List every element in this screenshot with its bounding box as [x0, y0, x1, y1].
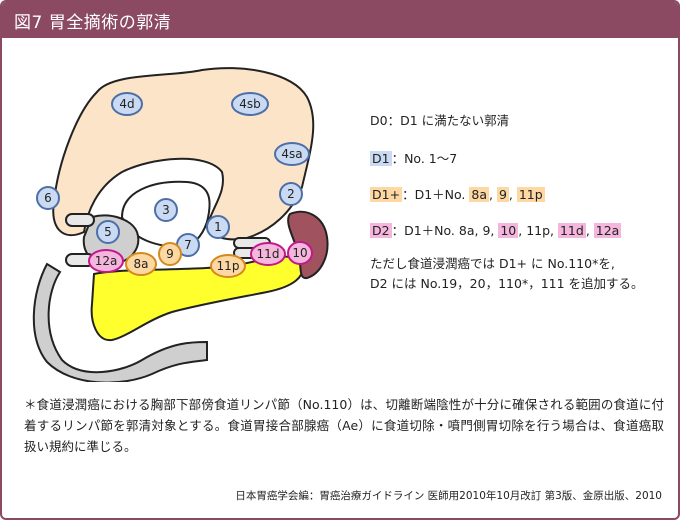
legend-d2: D2：D1＋No. 8a, 9, 10, 11p, 11d, 12a — [370, 223, 622, 238]
lymph-node-label: 1 — [214, 220, 222, 234]
note-line-2: D2 には No.19，20，110*，111 を追加する。 — [370, 276, 644, 291]
lymph-node-label: 12a — [95, 254, 118, 268]
lymph-node-marker — [96, 220, 120, 244]
lymph-node-label: 4sa — [281, 147, 302, 161]
legend-d1plus: D1+：D1＋No. 8a, 9, 11p — [370, 187, 545, 202]
legend-d1-text: ：No. 1〜7 — [391, 151, 458, 166]
lymph-node-label: 7 — [184, 238, 192, 252]
lymph-node-marker — [231, 92, 269, 116]
lymph-node-9: 9 — [158, 242, 182, 266]
lymph-node-8a: 8a — [125, 252, 157, 276]
lymph-node-marker — [250, 242, 286, 266]
footnote: ＊食道浸潤癌における胸部下部傍食道リンパ節（No.110）は、切離断端陰性が十分… — [24, 397, 664, 454]
legend-d2-10: 10 — [498, 223, 519, 238]
lymph-node-3: 3 — [154, 198, 178, 222]
lymph-node-marker — [111, 92, 143, 116]
lymph-node-11p: 11p — [210, 254, 246, 278]
lymph-node-label: 5 — [104, 225, 112, 239]
lymph-node-label: 3 — [162, 203, 170, 217]
lymph-node-4sa: 4sa — [274, 142, 310, 166]
legend-d2-11d: 11d — [557, 223, 586, 238]
note-line-1: ただし食道浸潤癌では D1+ に No.110*を, — [370, 256, 615, 271]
lymph-node-label: 4sb — [239, 97, 261, 111]
lymph-node-marker — [206, 215, 230, 239]
lymph-node-label: 11d — [257, 247, 280, 261]
lymph-node-marker — [274, 142, 310, 166]
lymph-node-2: 2 — [279, 182, 303, 206]
lymph-node-label: 9 — [166, 247, 174, 261]
lymph-node-label: 8a — [134, 257, 149, 271]
legend-d1-tag: D1 — [370, 151, 392, 166]
legend-d1plus-8a: 8a — [469, 187, 489, 202]
legend-d1: D1：No. 1〜7 — [370, 148, 457, 167]
legend-d1plus-11p: 11p — [516, 187, 545, 202]
lymph-node-6: 6 — [36, 186, 60, 210]
lymph-node-5: 5 — [96, 220, 120, 244]
lymph-node-1: 1 — [206, 215, 230, 239]
lymph-node-7: 7 — [176, 233, 200, 257]
legend-d1plus-tag: D1+ — [370, 187, 403, 202]
lymph-node-diagram: 4d 4sb 4sa 6 3 2 1 5 7 8a 9 11p 12a 11d 10 — [32, 67, 329, 382]
lymph-node-4d: 4d — [111, 92, 143, 116]
legend-d2-mid: , 11p, — [518, 223, 558, 238]
lymph-node-label: 11p — [217, 259, 240, 273]
lymph-node-marker — [279, 182, 303, 206]
legend-d1plus-9: 9 — [496, 187, 509, 202]
legend-d1plus-text: ：D1＋No. — [402, 187, 470, 202]
lymph-node-10: 10 — [287, 241, 313, 265]
legend-d2-12a: 12a — [593, 223, 622, 238]
lymph-node-label: 6 — [44, 191, 52, 205]
lymph-node-layer: 4d 4sb 4sa 6 3 2 1 5 7 8a 9 11p 12a 11d 10 — [36, 92, 313, 278]
legend-d2-text: ：D1＋No. 8a, 9, — [391, 223, 499, 238]
lymph-node-marker — [210, 254, 246, 278]
lymph-node-marker — [287, 241, 313, 265]
source-citation: 日本胃癌学会編：胃癌治療ガイドライン 医師用2010年10月改訂 第3版、金原出… — [235, 490, 662, 502]
lymph-node-11d: 11d — [250, 242, 286, 266]
lymph-node-12a: 12a — [88, 249, 124, 273]
pancreas-shape — [90, 255, 304, 342]
legend-d2-tag: D2 — [370, 223, 392, 238]
duodenum-shape — [32, 262, 208, 382]
lymph-node-marker — [88, 249, 124, 273]
lymph-node-marker — [154, 198, 178, 222]
lymph-node-4sb: 4sb — [231, 92, 269, 116]
lymph-node-label: 4d — [119, 97, 134, 111]
figure-header: 図7 胃全摘術の郭清 — [2, 2, 678, 38]
legend-d0: D0：D1 に満たない郭清 — [370, 113, 510, 128]
lymph-node-label: 10 — [292, 246, 307, 260]
lymph-node-marker — [36, 186, 60, 210]
figure-title: 図7 胃全摘術の郭清 — [14, 13, 172, 33]
lymph-node-label: 2 — [287, 187, 295, 201]
lymph-node-marker — [158, 242, 182, 266]
lymph-node-marker — [125, 252, 157, 276]
